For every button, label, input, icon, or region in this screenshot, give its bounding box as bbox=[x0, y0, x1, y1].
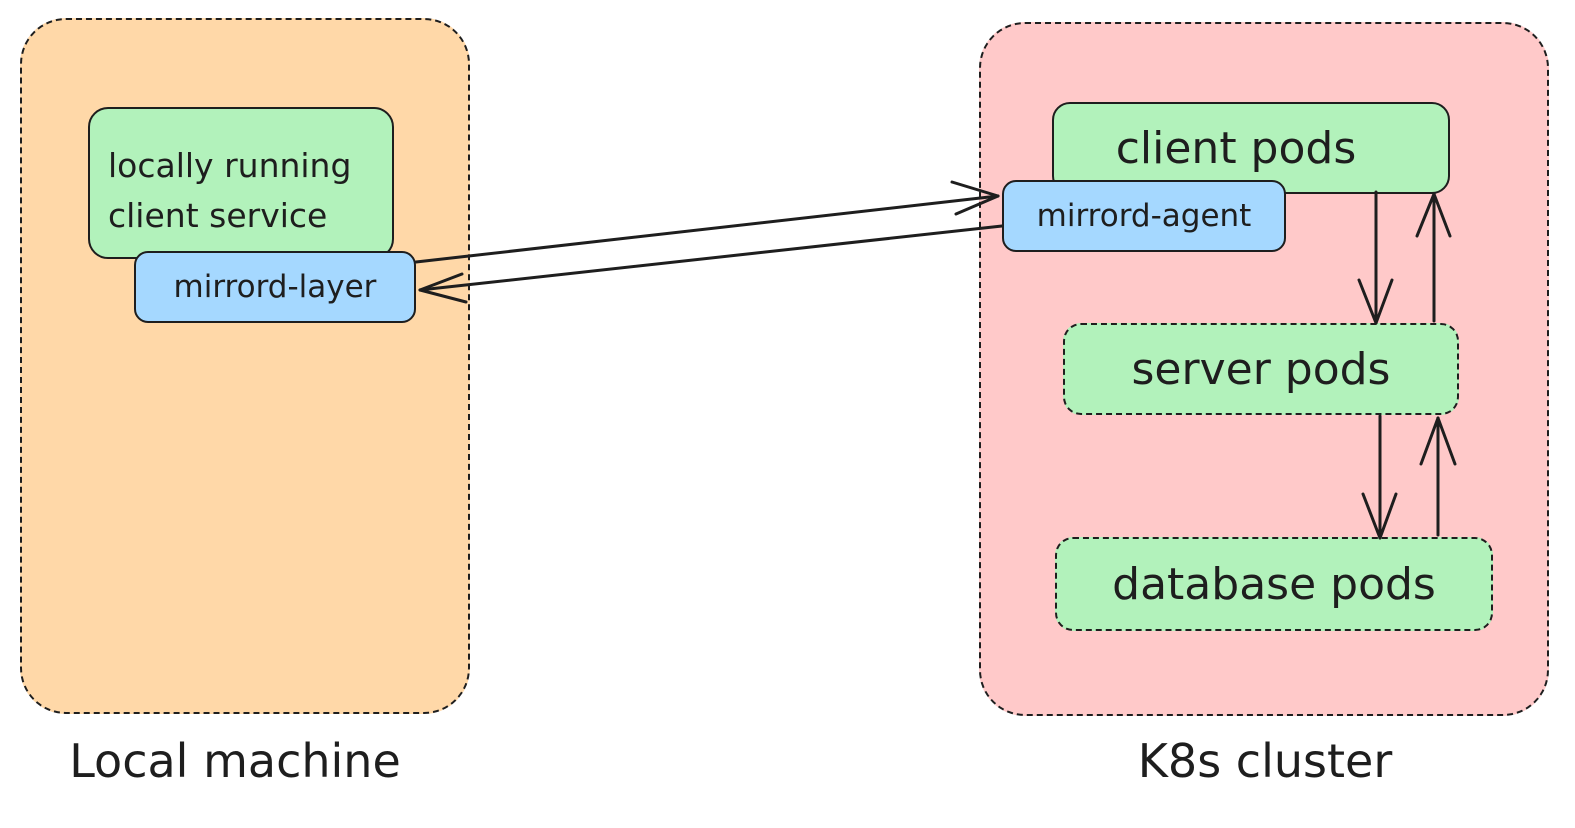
server-pods-node: server pods bbox=[1063, 323, 1459, 415]
local-client-service-node: locally running client service bbox=[88, 107, 394, 259]
mirrord-agent-node: mirrord-agent bbox=[1002, 180, 1286, 252]
local-machine-caption: Local machine bbox=[69, 734, 401, 788]
arrow-layer-to-agent bbox=[414, 180, 1000, 264]
mirrord-layer-node: mirrord-layer bbox=[134, 251, 416, 323]
database-pods-node: database pods bbox=[1055, 537, 1493, 631]
k8s-cluster-caption: K8s cluster bbox=[1137, 734, 1393, 788]
arrow-agent-to-layer bbox=[418, 224, 1004, 304]
